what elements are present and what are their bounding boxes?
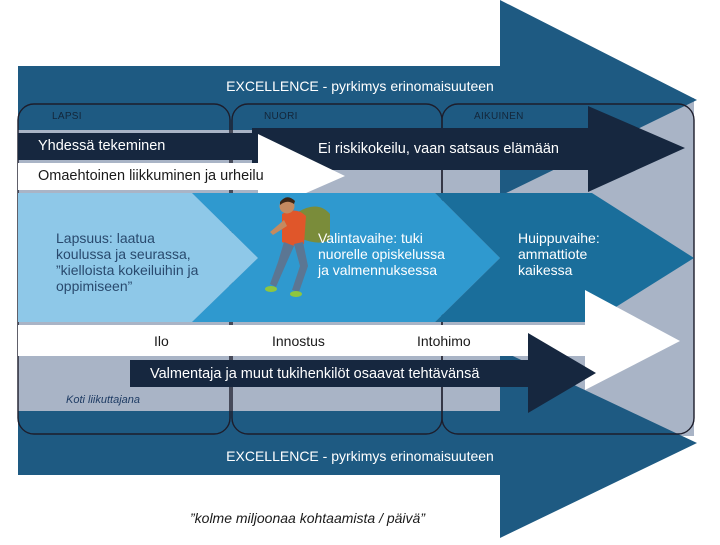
together-label: Yhdessä tekeminen — [38, 138, 166, 154]
home-label: Koti liikuttajana — [66, 394, 140, 406]
choice-phase-text: Valintavaihe: tuki nuorelle opiskelussa … — [318, 230, 445, 279]
no-risk-label: Ei riskikokeilu, vaan satsaus elämään — [318, 141, 559, 157]
bottom-band-title: EXCELLENCE - pyrkimys erinomaisuuteen — [226, 448, 494, 464]
no-risk-arrow — [252, 106, 685, 192]
coaches-label: Valmentaja ja muut tukihenkilöt osaavat … — [150, 366, 480, 382]
emotions-arrow — [18, 290, 680, 390]
emotion-innostus: Innostus — [272, 333, 325, 349]
quote-text: ”kolme miljoonaa kohtaamista / päivä” — [190, 510, 425, 526]
together-bar — [18, 133, 252, 160]
self-motivated-label: Omaehtoinen liikkuminen ja urheilu — [38, 168, 264, 184]
bottom-excellence-arrow — [18, 350, 697, 538]
stage-label-aikuinen: AIKUINEN — [474, 111, 524, 122]
childhood-phase-shape — [18, 193, 258, 322]
coaches-arrow — [130, 333, 596, 413]
stage-label-lapsi: LAPSI — [52, 111, 82, 122]
childhood-phase-text: Lapsuus: laatua koulussa ja seurassa, ”k… — [56, 230, 199, 295]
emotion-ilo: Ilo — [154, 333, 169, 349]
stage-label-nuori: NUORI — [264, 111, 298, 122]
jumping-student-icon — [265, 197, 330, 297]
peak-phase-text: Huippuvaihe: ammattiote kaikessa — [518, 230, 600, 279]
emotion-intohimo: Intohimo — [417, 333, 471, 349]
top-band-title: EXCELLENCE - pyrkimys erinomaisuuteen — [226, 78, 494, 94]
peak-phase-shape — [435, 193, 694, 322]
